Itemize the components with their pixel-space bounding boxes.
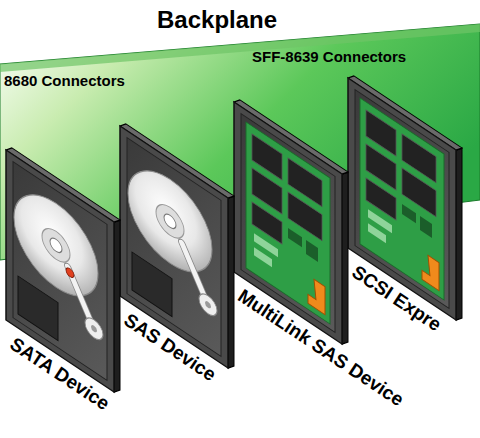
sata-indicator-dot: [66, 266, 74, 279]
node-label: SAS Device: [120, 309, 222, 387]
node-label: SATA Device: [6, 333, 116, 416]
drive-node: SAS Device: [120, 309, 222, 387]
connector-label: 8680 Connectors: [4, 72, 125, 90]
drive-node: MultiLink SAS Device: [234, 285, 410, 413]
node-label: Backplane: [157, 6, 280, 34]
backplane-node: Backplane: [157, 6, 280, 34]
drive-node: SCSI Expre: [348, 261, 448, 338]
connector-label: SFF-8639 Connectors: [252, 48, 406, 66]
drive-node: SATA Device: [6, 333, 116, 416]
node-label: MultiLink SAS Device: [234, 285, 410, 413]
node-label: SCSI Expre: [348, 261, 448, 338]
